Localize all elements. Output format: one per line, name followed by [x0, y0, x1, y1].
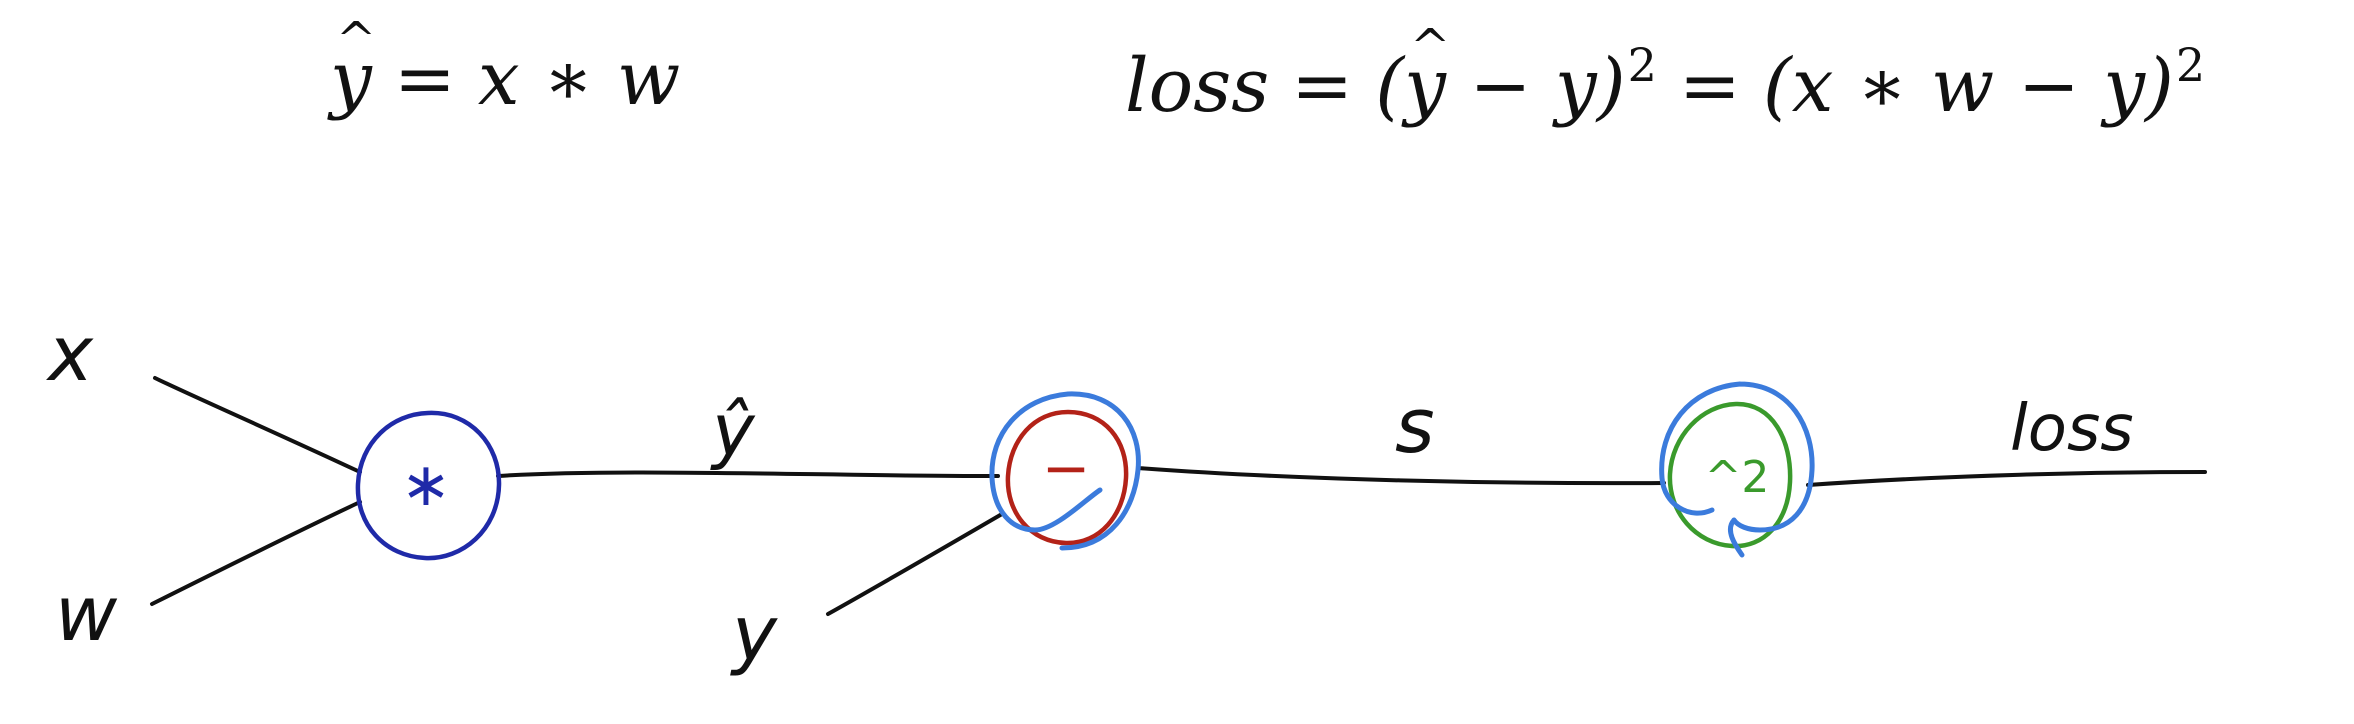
- eq-mid-open: (: [1375, 43, 1405, 129]
- eq-mid-rest: − y): [1445, 43, 1626, 129]
- multiply-symbol: ∗: [401, 450, 451, 520]
- square-circle: [1667, 401, 1793, 549]
- eq-rhs-exp: 2: [2175, 38, 2206, 92]
- eq-rhs-expr: (x ∗ w − y): [1762, 43, 2174, 129]
- subtract-highlight-loop: [989, 391, 1141, 551]
- edge-y-to-sub: [826, 512, 1004, 616]
- edge-label-s: s: [1395, 381, 1435, 470]
- subtract-symbol: −: [1042, 434, 1091, 502]
- node-multiply: ∗: [355, 410, 502, 561]
- equation-loss: loss=(y − y)2=(x ∗ w − y)2: [1125, 23, 2205, 123]
- input-label-x: x: [46, 309, 94, 398]
- subtract-circle: [1005, 409, 1129, 546]
- eq-mid-exp: 2: [1627, 38, 1657, 92]
- eq-equals-1: =: [1291, 43, 1354, 129]
- node-square: ^2: [1659, 381, 1815, 558]
- graph-edges: [150, 376, 2207, 616]
- equation-prediction: y=x ∗ w: [330, 16, 680, 116]
- edge-sub-to-sq: [1136, 466, 1666, 486]
- square-symbol: ^2: [1705, 452, 1770, 503]
- input-label-y: y: [730, 589, 778, 678]
- edge-mul-to-sub: [496, 470, 1000, 478]
- eq-equals: =: [393, 36, 456, 122]
- edge-x-to-mul: [153, 376, 362, 474]
- edge-sq-to-loss: [1806, 470, 2207, 487]
- square-highlight-loop: [1659, 381, 1815, 558]
- multiply-circle: [355, 410, 502, 561]
- edge-w-to-mul: [150, 500, 362, 606]
- edge-label-yhat: ŷ: [710, 388, 756, 472]
- eq-rhs: x ∗ w: [477, 36, 681, 122]
- eq-yhat: y: [330, 16, 376, 116]
- eq-mid-yhat: y: [1404, 23, 1450, 123]
- node-subtract: −: [989, 391, 1141, 551]
- eq-loss-lhs: loss: [1125, 43, 1270, 129]
- input-label-w: w: [55, 569, 118, 658]
- edge-label-loss: loss: [2010, 392, 2134, 466]
- eq-equals-2: =: [1678, 43, 1741, 129]
